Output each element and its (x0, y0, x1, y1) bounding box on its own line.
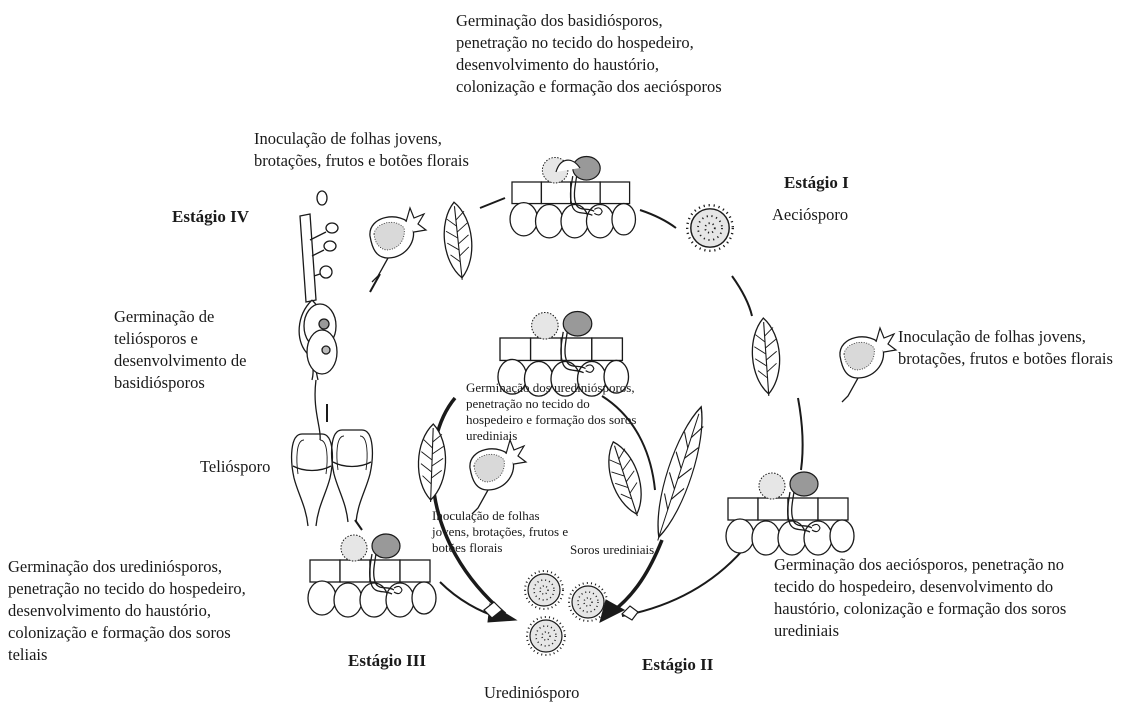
stage-2-germination-label: Germinação dos aeciósporos, penetração n… (774, 554, 1066, 642)
stage-4-title: Estágio IV (172, 206, 249, 228)
infected-long-leaf-icon (646, 403, 712, 544)
teliospore-icon (292, 434, 333, 526)
stage-3-title: Estágio III (348, 650, 426, 672)
leaf-icon (417, 424, 447, 503)
arc-left-upper (370, 274, 380, 292)
leaf-icon (441, 201, 476, 281)
host-tissue-cells-icon (726, 472, 854, 555)
spiny-spore-icon (687, 205, 733, 251)
spiny-spore-icon (525, 571, 563, 609)
stage-2-inoculation-label: Inoculação de folhas jovens, brotações, … (898, 326, 1113, 370)
stage-2-title: Estágio II (642, 654, 713, 676)
flower-bud-icon (470, 440, 526, 514)
arc-top-right (640, 210, 676, 228)
stage-1-title: Estágio I (784, 172, 849, 194)
stage-4-spore-label: Teliósporo (200, 456, 270, 478)
host-tissue-cells-icon (308, 534, 436, 617)
flower-bud-icon (840, 328, 896, 402)
basidium-icon (299, 191, 338, 440)
inner-inoculation-label: Inoculação de folhas jovens, brotações, … (432, 508, 568, 556)
stage-3-spore-label: Urediniósporo (484, 682, 579, 704)
inner-germination-label: Germinação dos urediniósporos, penetraçã… (466, 380, 636, 444)
inner-sori-label: Soros urediniais (570, 542, 654, 558)
spiny-spore-icon (569, 583, 607, 621)
flower-bud-icon (370, 208, 426, 282)
stage-3-germination-label: Germinação dos urediniósporos, penetraçã… (8, 556, 246, 666)
stage-4-inoculation-label: Inoculação de folhas jovens, brotações, … (254, 128, 469, 172)
infected-leaf-icon (600, 438, 650, 521)
germ-tube-icon (622, 606, 638, 620)
leaf-icon (750, 317, 782, 397)
arc-top-left (480, 198, 505, 208)
arc-right-lower (798, 398, 803, 470)
stage-1-description: Germinação dos basidiósporos, penetração… (456, 10, 722, 98)
teliospore-icon (332, 430, 373, 522)
stage-1-spore-label: Aeciósporo (772, 204, 848, 226)
arc-right-upper (732, 276, 752, 316)
stage-4-germination-label: Germinação de teliósporos e desenvolvime… (114, 306, 246, 394)
spiny-spore-icon (527, 617, 565, 655)
